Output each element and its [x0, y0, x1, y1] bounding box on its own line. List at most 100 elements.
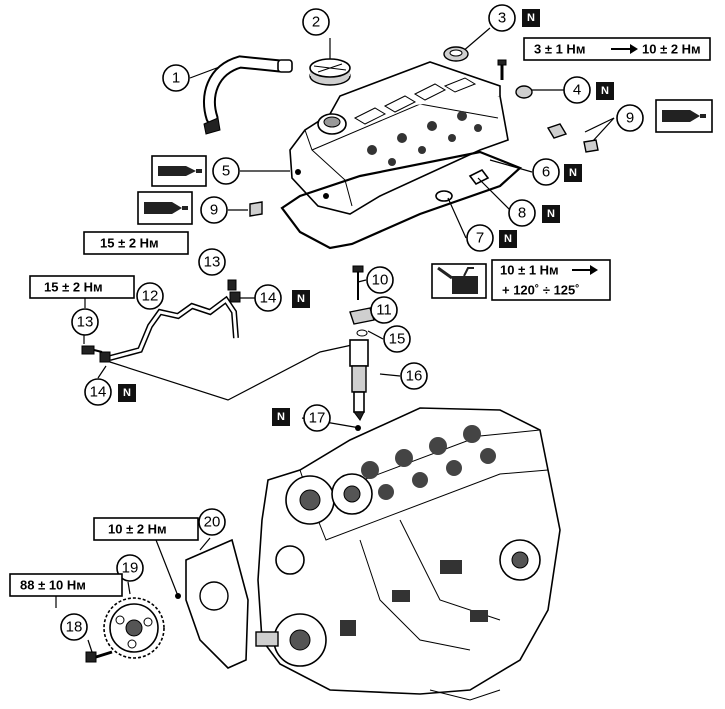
camshaft-pulley [103, 597, 165, 659]
callout-8: 8 [508, 199, 536, 227]
half-moon-seal [468, 168, 490, 186]
callout-10: 10 [366, 266, 394, 294]
sealant-tube-icon [151, 155, 207, 187]
svg-text:9: 9 [626, 110, 634, 127]
callout-6: 6 [532, 158, 560, 186]
n-badge-14-left: N [118, 384, 136, 402]
svg-text:14: 14 [90, 384, 107, 401]
callout-20: 20 [198, 508, 226, 536]
svg-text:2: 2 [312, 14, 320, 31]
torque-box-pipe-upper: 15 ± 2 Нм [83, 231, 189, 255]
svg-text:13: 13 [204, 254, 221, 271]
svg-text:18: 18 [66, 619, 83, 636]
svg-text:N: N [569, 167, 577, 179]
svg-text:N: N [547, 208, 555, 220]
callout-5: 5 [212, 157, 240, 185]
callout-9-right: 9 [616, 104, 644, 132]
svg-text:3: 3 [498, 10, 506, 27]
svg-text:12: 12 [142, 288, 159, 305]
svg-text:20: 20 [204, 514, 221, 531]
svg-text:7: 7 [476, 230, 484, 247]
svg-text:15 ± 2 Нм: 15 ± 2 Нм [44, 280, 103, 295]
n-badge-8: N [542, 205, 560, 223]
cover-bolt [497, 59, 507, 80]
svg-text:14: 14 [260, 290, 277, 307]
pipe-bolt-left [81, 345, 103, 355]
pulley-bolt [85, 650, 113, 663]
svg-text:4: 4 [573, 82, 581, 99]
svg-text:1: 1 [172, 70, 180, 87]
callout-1: 1 [162, 64, 190, 92]
sealant-tube-icon [137, 191, 193, 225]
callout-7: 7 [466, 224, 494, 252]
callout-12: 12 [136, 282, 164, 310]
svg-text:N: N [527, 12, 535, 24]
n-badge-6: N [564, 164, 582, 182]
callout-9-left: 9 [200, 196, 228, 224]
n-badge-14-upper: N [292, 290, 310, 308]
cover-gasket [280, 150, 523, 250]
svg-text:10 ± 2 Нм: 10 ± 2 Нм [108, 522, 167, 537]
svg-text:+ 120˚ ÷ 125˚: + 120˚ ÷ 125˚ [502, 283, 580, 298]
callout-4: 4 [563, 76, 591, 104]
svg-text:6: 6 [542, 164, 550, 181]
callout-16: 16 [400, 362, 428, 390]
pipe-bolt-upper [227, 279, 237, 291]
seal-ring [443, 46, 469, 62]
spark-tube-seal [435, 190, 453, 202]
callout-13-left: 13 [71, 308, 99, 336]
n-badge-17: N [272, 408, 290, 426]
torque-box-pulley-bolt: 88 ± 10 Нм [9, 573, 123, 597]
callout-14-upper: 14 [254, 284, 282, 312]
injector-assembly [349, 265, 375, 431]
torque-box-injector-clamp: 10 ± 1 Нм + 120˚ ÷ 125˚ [491, 259, 611, 301]
svg-text:3 ± 1 Нм: 3 ± 1 Нм [534, 42, 585, 57]
svg-text:8: 8 [518, 205, 526, 222]
svg-text:19: 19 [122, 560, 139, 577]
torque-box-bolt-3: 3 ± 1 Нм 10 ± 2 Нм [523, 37, 711, 61]
svg-text:N: N [504, 233, 512, 245]
svg-text:N: N [123, 387, 131, 399]
oil-filler-cap [309, 58, 351, 86]
svg-text:17: 17 [309, 410, 326, 427]
cylinder-head-cover [289, 61, 509, 215]
oil-can-icon [431, 263, 487, 299]
svg-text:15 ± 2 Нм: 15 ± 2 Нм [100, 236, 159, 251]
seal-plugs-right [546, 123, 599, 153]
n-badge-3: N [522, 9, 540, 27]
svg-text:10: 10 [372, 272, 389, 289]
torque-box-cover-bolt: 10 ± 2 Нм [93, 517, 199, 541]
svg-text:N: N [277, 411, 285, 423]
callout-14-left: 14 [84, 378, 112, 406]
cover-plug [515, 85, 533, 99]
svg-text:88 ± 10 Нм: 88 ± 10 Нм [20, 578, 86, 593]
callout-15: 15 [383, 325, 411, 353]
callout-3: 3 [488, 4, 516, 32]
svg-text:10 ± 1 Нм: 10 ± 1 Нм [500, 263, 559, 278]
svg-text:9: 9 [210, 202, 218, 219]
timing-belt-cover [175, 538, 249, 669]
callout-13-upper: 13 [198, 248, 226, 276]
svg-text:N: N [297, 293, 305, 305]
svg-text:10 ± 2 Нм: 10 ± 2 Нм [642, 42, 701, 57]
svg-text:16: 16 [406, 368, 423, 385]
n-badge-7: N [499, 230, 517, 248]
svg-text:13: 13 [77, 314, 94, 331]
callout-17: 17 [303, 404, 331, 432]
callout-19: 19 [116, 554, 144, 582]
engine-block [255, 407, 561, 701]
n-badge-4: N [596, 82, 614, 100]
callout-11: 11 [370, 296, 398, 324]
sealant-tube-icon [655, 99, 713, 133]
svg-text:5: 5 [222, 163, 230, 180]
fuel-return-pipe [99, 291, 241, 363]
svg-text:15: 15 [389, 331, 406, 348]
svg-text:N: N [601, 85, 609, 97]
callout-18: 18 [60, 613, 88, 641]
torque-box-pipe-left: 15 ± 2 Нм [29, 275, 135, 299]
svg-text:11: 11 [376, 302, 392, 319]
callout-2: 2 [302, 8, 330, 36]
breather-hose [202, 55, 293, 135]
seal-plug-left [249, 201, 263, 217]
